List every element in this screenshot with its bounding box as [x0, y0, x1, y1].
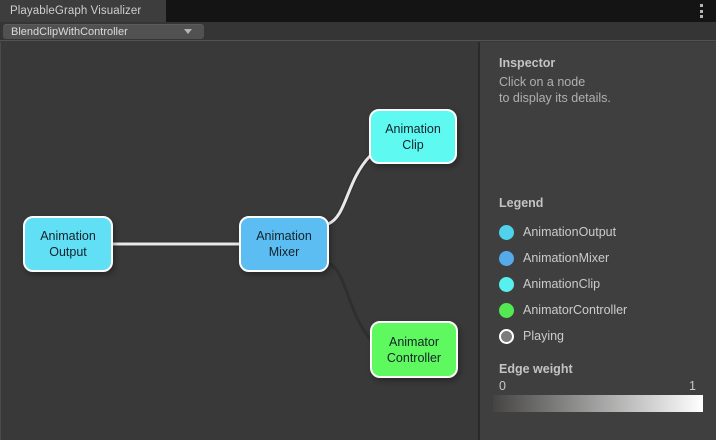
graph-node-animator-controller[interactable]: Animator Controller	[370, 321, 458, 378]
graph-selector-dropdown[interactable]: BlendClipWithController	[3, 24, 204, 39]
panel-divider	[478, 42, 480, 440]
edge-weight-scale: 0 1	[493, 379, 703, 393]
kebab-menu-icon[interactable]	[696, 4, 706, 18]
graph-canvas[interactable]: Animation Output Animation Mixer Animation…	[0, 42, 478, 440]
graph-node-animation-clip[interactable]: Animation Clip	[369, 109, 457, 164]
legend-item-label: AnimationClip	[523, 277, 601, 291]
legend-title: Legend	[499, 196, 544, 210]
legend-color-dot	[499, 276, 514, 292]
legend-item-animationclip: AnimationClip	[499, 271, 700, 297]
legend-item-playing: Playing	[499, 323, 700, 349]
window-titlebar: PlayableGraph Visualizer	[0, 0, 716, 22]
legend-color-dot	[499, 250, 514, 266]
edge-weight-max: 1	[689, 379, 696, 393]
legend-item-label: AnimatorController	[523, 303, 628, 317]
graph-node-animation-mixer[interactable]: Animation Mixer	[239, 216, 329, 272]
tab-title: PlayableGraph Visualizer	[10, 5, 142, 17]
graph-edge-mixer-to-clip	[326, 154, 372, 226]
legend-item-animatorcontroller: AnimatorController	[499, 297, 700, 323]
edge-weight-title: Edge weight	[499, 362, 573, 376]
legend-item-animationoutput: AnimationOutput	[499, 219, 700, 245]
chevron-down-icon	[184, 29, 192, 34]
toolbar: BlendClipWithController	[0, 22, 716, 41]
graph-selector-value: BlendClipWithController	[11, 25, 128, 38]
inspector-hint: Click on a node to display its details.	[499, 75, 611, 105]
legend-item-label: Playing	[523, 329, 564, 343]
edge-layer	[111, 154, 373, 341]
edge-weight-min: 0	[499, 379, 506, 393]
legend-item-label: AnimationMixer	[523, 251, 610, 265]
graph-edge-mixer-to-controller	[326, 261, 372, 341]
legend-item-label: AnimationOutput	[523, 225, 617, 239]
legend-item-animationmixer: AnimationMixer	[499, 245, 700, 271]
legend-color-dot	[499, 328, 514, 344]
inspector-panel: Inspector Click on a node to display its…	[480, 42, 716, 440]
tab-playablegraph-visualizer[interactable]: PlayableGraph Visualizer	[0, 0, 166, 22]
edge-weight-gradient-bar	[493, 395, 703, 412]
legend-color-dot	[499, 302, 514, 318]
legend-color-dot	[499, 224, 514, 240]
inspector-title: Inspector	[499, 56, 556, 70]
graph-node-animation-output[interactable]: Animation Output	[23, 216, 113, 272]
